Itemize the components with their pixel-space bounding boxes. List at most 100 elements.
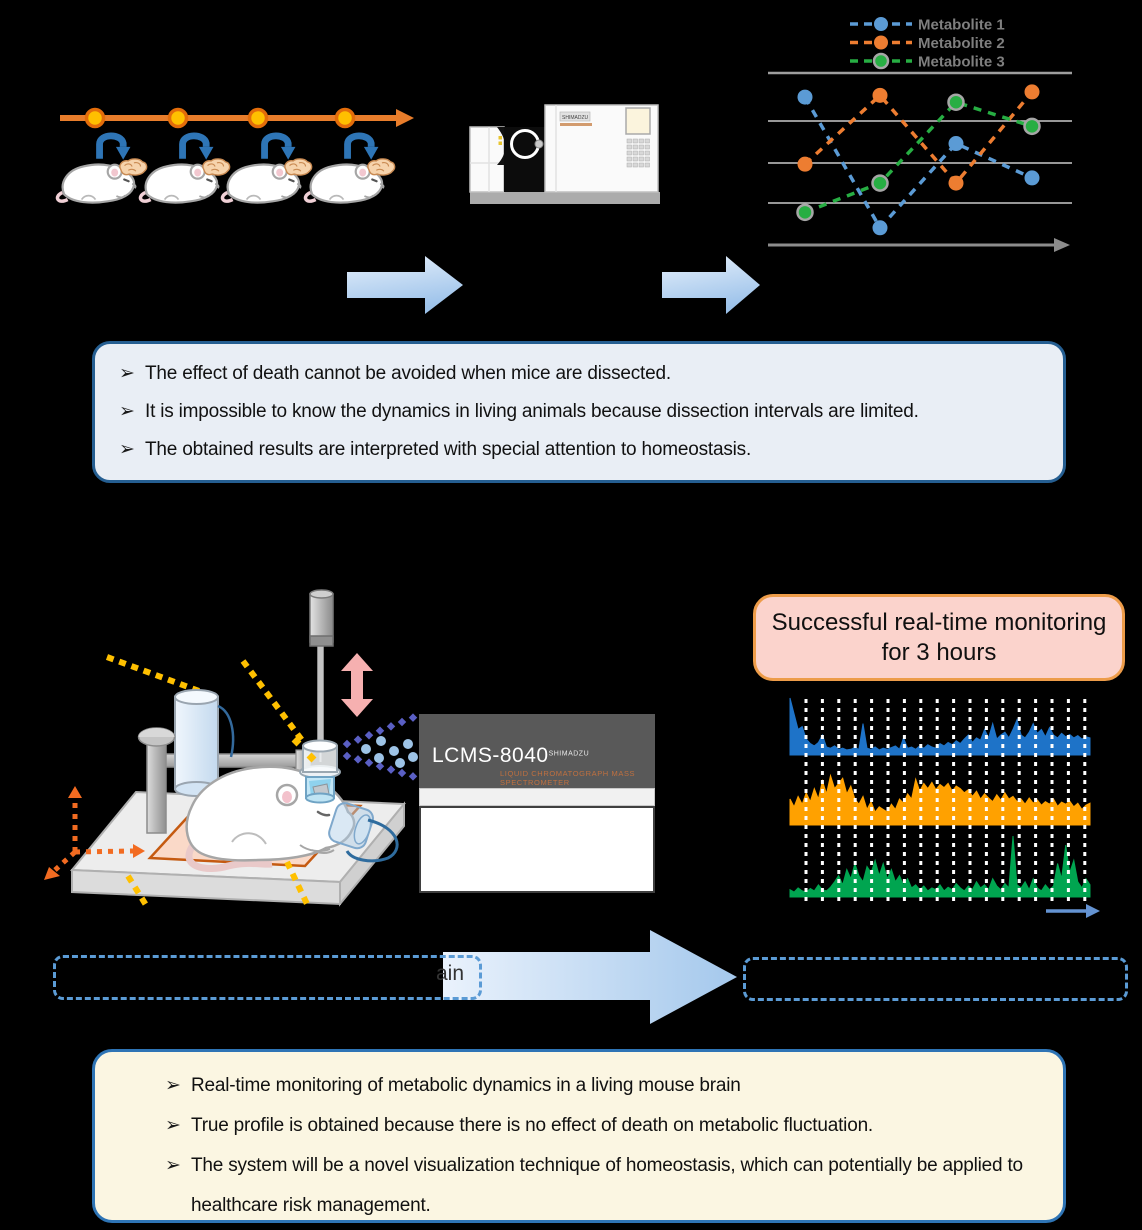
- bullet-icon: ➢: [119, 401, 135, 422]
- legend-swatch-marker: [874, 35, 888, 50]
- data-point: [948, 175, 964, 191]
- data-point: [872, 220, 888, 236]
- droplet-dot: [374, 753, 384, 763]
- spray-dot: [364, 758, 374, 768]
- legend-label: Metabolite 2: [918, 35, 1005, 52]
- time-axis-arrowhead: [1086, 904, 1100, 918]
- trace-blue: [789, 697, 1091, 756]
- stand-post: [137, 727, 176, 834]
- series-line-3: [804, 100, 1033, 214]
- timeline-dot: [167, 107, 189, 129]
- spray-dot: [397, 768, 407, 778]
- legend-label: Metabolite 3: [918, 54, 1005, 71]
- data-point: [796, 203, 814, 222]
- spray-dot: [353, 755, 363, 764]
- keypad-key: [638, 144, 644, 150]
- keypad-key: [626, 144, 632, 150]
- droplet-dot: [395, 758, 405, 768]
- trace-green: [789, 835, 1091, 898]
- keypad-key: [632, 156, 638, 162]
- spray-dot: [342, 739, 352, 749]
- data-point: [871, 174, 889, 192]
- legend-swatch-marker: [874, 17, 888, 31]
- keypad-key: [638, 156, 644, 162]
- data-point: [1024, 84, 1040, 100]
- data-point: [797, 89, 813, 105]
- flow-arrow-main: [443, 930, 737, 1024]
- data-point: [947, 93, 965, 111]
- droplet-dot: [408, 752, 418, 762]
- bullet-icon: ➢: [165, 1155, 181, 1176]
- problem-summary-box: ➢ The effect of death cannot be avoided …: [92, 341, 1066, 483]
- keypad-key: [644, 150, 650, 156]
- keypad-key: [644, 156, 650, 162]
- skull-cuvette: [299, 739, 341, 804]
- lcms-lower-cabinet: [419, 806, 655, 893]
- spray-dot: [375, 726, 385, 736]
- problem-item-text: The obtained results are interpreted wit…: [145, 439, 752, 460]
- benefit-summary-box: ➢ Real-time monitoring of metabolic dyna…: [92, 1049, 1066, 1223]
- spray-dot: [353, 735, 363, 744]
- dissection-timeline: [60, 107, 414, 129]
- data-point: [872, 87, 888, 103]
- benefit-item: ➢ The system will be a novel visualizati…: [165, 1146, 1033, 1226]
- mice-row: [55, 136, 396, 205]
- keypad-key: [626, 138, 632, 144]
- keypad-key: [632, 144, 638, 150]
- anesthesia-mask: [328, 802, 399, 863]
- result-badge: Successful real-time monitoring for 3 ho…: [753, 594, 1125, 681]
- lcms-front-panel: LCMS-8040SHIMADZU LIQUID CHROMATOGRAPH M…: [419, 714, 655, 788]
- chart-x-axis-arrowhead: [1054, 238, 1070, 252]
- dissection-arrow-icon: [100, 136, 131, 160]
- lcms-mid-strip: [419, 788, 655, 806]
- problem-item: ➢ The obtained results are interpreted w…: [119, 439, 1043, 461]
- series-line-1: [803, 96, 1033, 231]
- keypad-key: [626, 156, 632, 162]
- spray-dot: [342, 751, 352, 761]
- trace-orange: [789, 773, 1091, 826]
- data-point: [1023, 117, 1041, 136]
- legend-label: Metabolite 1: [918, 17, 1005, 34]
- flow-label-fragment: ain: [436, 962, 465, 985]
- keypad-key: [638, 150, 644, 156]
- xyz-stage-axes: [44, 786, 145, 880]
- keypad-key: [638, 162, 644, 168]
- keypad-key: [626, 150, 632, 156]
- keypad-key: [638, 138, 644, 144]
- timeline-dot: [247, 107, 269, 129]
- benefit-item: ➢ Real-time monitoring of metabolic dyna…: [165, 1066, 1033, 1106]
- spray-dot: [364, 730, 374, 740]
- droplet-dot: [389, 746, 399, 756]
- spray-dot: [386, 722, 396, 731]
- flow-label-box-right: [743, 957, 1128, 1001]
- keypad-key: [644, 144, 650, 150]
- lcms-brand-label: SHIMADZU: [548, 750, 590, 758]
- benefit-item: ➢ True profile is obtained because there…: [165, 1106, 1033, 1146]
- esi-spray: [342, 713, 418, 781]
- flow-label-box-left: [53, 955, 482, 1000]
- dissection-arrow-icon: [265, 136, 296, 160]
- brain-icon: [367, 158, 396, 176]
- brain-icon: [284, 158, 313, 176]
- problem-item: ➢ The effect of death cannot be avoided …: [119, 363, 1043, 385]
- data-point: [1024, 170, 1040, 186]
- problem-item: ➢ It is impossible to know the dynamics …: [119, 401, 1043, 423]
- droplet-dot: [376, 736, 386, 746]
- mass-spectrometer-illustration: SHIMADZU: [469, 104, 660, 204]
- problem-item-text: The effect of death cannot be avoided wh…: [145, 363, 671, 384]
- ms-brand-text: SHIMADZU: [562, 115, 589, 121]
- flow-arrow-1: [347, 256, 463, 314]
- microdialysis-probe: [309, 589, 334, 762]
- keypad-key: [644, 162, 650, 168]
- spray-dot: [386, 765, 396, 774]
- brain-icon: [202, 158, 231, 176]
- spray-dot: [408, 713, 418, 722]
- spray-dot: [375, 761, 385, 771]
- bullet-icon: ➢: [119, 439, 135, 460]
- spray-dot: [397, 717, 407, 727]
- data-point: [797, 156, 813, 172]
- brain-icon: [119, 158, 148, 176]
- droplet-dot: [361, 744, 371, 754]
